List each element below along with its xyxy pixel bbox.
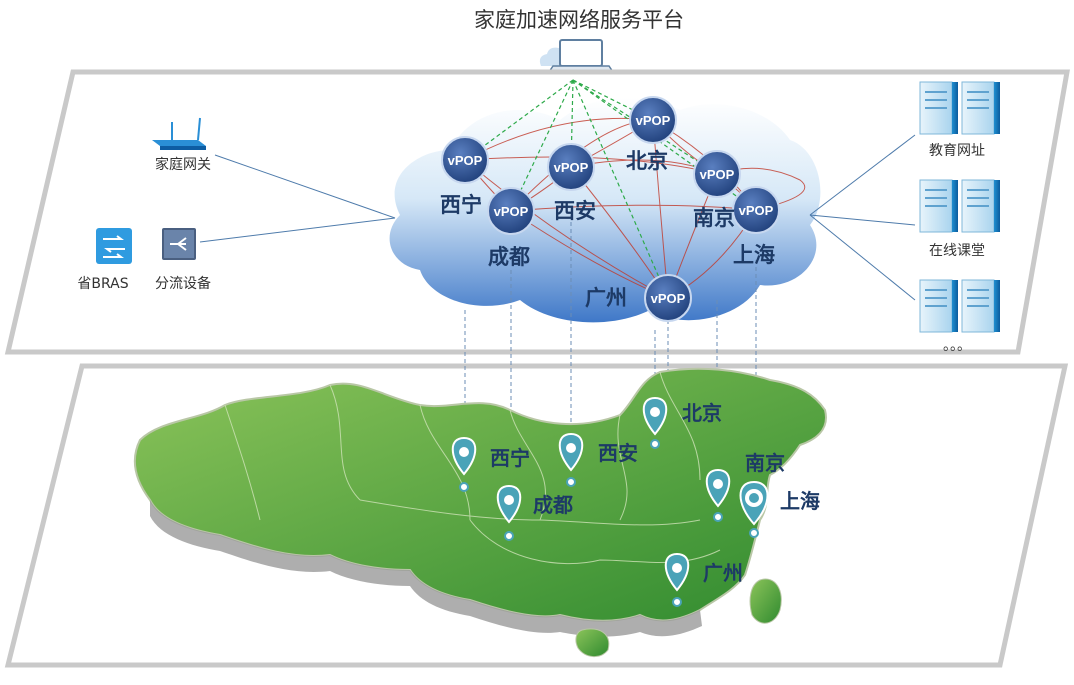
cloud-label-nanjing: 南京	[693, 205, 735, 230]
access-links	[199, 134, 916, 301]
platform-title: 家庭加速网络服务平台	[474, 8, 684, 32]
map-pin-shanghai	[739, 480, 769, 538]
map-label-xining: 西宁	[490, 446, 530, 470]
home-gateway-label: 家庭网关	[155, 156, 211, 173]
server-icon	[919, 81, 1000, 135]
vpop-node-xining: vPOP	[441, 136, 489, 184]
svg-text:vPOP: vPOP	[636, 113, 671, 128]
cloud-label-beijing: 北京	[626, 148, 668, 173]
education-sites-label: 教育网址	[929, 143, 985, 159]
cloud-label-guangzhou: 广州	[585, 285, 627, 310]
map-label-xian: 西安	[598, 441, 638, 465]
svg-text:vPOP: vPOP	[739, 203, 774, 218]
map-pin-xining	[451, 436, 477, 492]
vpop-node-chengdu: vPOP	[487, 187, 535, 235]
map-pin-guangzhou	[664, 552, 690, 607]
map-label-nanjing: 南京	[745, 451, 785, 475]
router-icon	[152, 117, 206, 150]
vpop-node-xian: vPOP	[547, 143, 595, 191]
cloud-label-shanghai: 上海	[733, 242, 775, 267]
svg-text:vPOP: vPOP	[700, 167, 735, 182]
vpop-node-nanjing: vPOP	[693, 150, 741, 198]
offload-device-label: 分流设备	[155, 275, 211, 292]
map-pin-xian	[558, 432, 584, 487]
laptop-icon	[539, 39, 615, 73]
svg-text:vPOP: vPOP	[448, 153, 483, 168]
vpop-node-beijing: vPOP	[629, 96, 677, 144]
vpop-node-shanghai: vPOP	[732, 186, 780, 234]
map-label-shanghai: 上海	[780, 489, 820, 513]
map-label-beijing: 北京	[682, 401, 722, 425]
cloud-label-xian: 西安	[554, 198, 596, 223]
svg-text:vPOP: vPOP	[651, 291, 686, 306]
bras-switch-icon	[96, 228, 132, 264]
map-label-chengdu: 成都	[533, 493, 573, 517]
cloud-label-xining: 西宁	[440, 192, 482, 217]
map-pin-chengdu	[496, 484, 522, 541]
provincial-bras-label: 省BRAS	[77, 276, 128, 292]
map-pin-nanjing	[705, 468, 731, 522]
svg-text:vPOP: vPOP	[494, 204, 529, 219]
online-classroom-label: 在线课堂	[929, 243, 985, 259]
map-pin-beijing	[642, 396, 668, 449]
map-label-guangzhou: 广州	[703, 561, 743, 585]
svg-text:vPOP: vPOP	[554, 160, 589, 175]
server-icon	[919, 179, 1000, 233]
cloud-label-chengdu: 成都	[488, 244, 530, 269]
server-icon	[919, 279, 1000, 333]
vpop-node-guangzhou: vPOP	[644, 274, 692, 322]
offload-device-icon	[162, 228, 196, 260]
more-servers-label: 。。。	[943, 338, 971, 354]
